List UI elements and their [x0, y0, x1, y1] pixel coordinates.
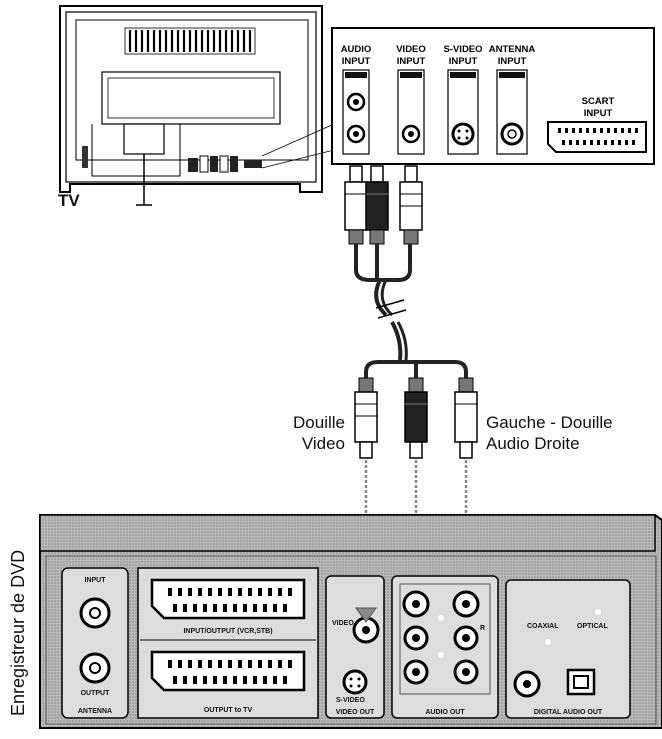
scart-input-socket[interactable]	[547, 121, 647, 153]
scart-input-title-2: INPUT	[584, 108, 613, 119]
upper-plug-video	[399, 165, 423, 245]
svideo-input-title-1: S-VIDEO	[443, 44, 482, 55]
av-cable	[344, 165, 478, 610]
tv-rear: TV	[58, 5, 335, 210]
video-jack-label-1: Douille	[293, 413, 345, 432]
lower-plug-video	[354, 377, 378, 459]
audio-input-title-1: AUDIO	[341, 44, 372, 55]
antenna-input-title-2: INPUT	[498, 56, 527, 67]
dvd-audio-out-section: R AUDIO OUT	[391, 575, 499, 719]
video-out-video-label: VIDEO	[332, 620, 354, 627]
dvd-recorder-label: Enregistreur de DVD	[8, 550, 28, 716]
lower-plug-audio-r	[404, 377, 428, 459]
scart-tv-pins	[168, 660, 292, 684]
scart-io-pins	[168, 588, 292, 612]
audio-out-r-label: R	[480, 625, 485, 632]
video-input-title-2: INPUT	[397, 56, 426, 67]
lower-plug-audio-l	[454, 377, 478, 459]
dvd-antenna-section: INPUT OUTPUT ANTENNA	[61, 567, 129, 719]
antenna-group-label: ANTENNA	[78, 708, 112, 715]
scart-tv-socket[interactable]	[150, 650, 306, 692]
antenna-out-label: OUTPUT	[81, 690, 111, 697]
optical-label: OPTICAL	[577, 623, 608, 630]
svideo-input-title-2: INPUT	[449, 56, 478, 67]
svideo-input-jack[interactable]	[451, 122, 475, 146]
audio-jack-label-1: Gauche - Douille	[486, 413, 613, 432]
scart-tv-label: OUTPUT to TV	[204, 707, 253, 714]
scart-io-socket[interactable]	[150, 578, 306, 620]
dvd-video-out-section: VIDEO S-VIDEO VIDEO OUT	[325, 575, 385, 719]
digital-audio-group-label: DIGITAL AUDIO OUT	[534, 709, 603, 716]
tv-input-panel: AUDIO INPUT VIDEO INPUT S-VIDEO INPUT AN…	[331, 27, 655, 165]
video-input-title-1: VIDEO	[396, 44, 426, 55]
coaxial-label: COAXIAL	[527, 623, 559, 630]
dvd-scart-section: INPUT/OUTPUT (VCR,STB) OUTPUT to TV	[137, 567, 319, 719]
upper-plug-audio-r	[365, 165, 389, 245]
audio-jack-label-2: Audio Droite	[486, 434, 580, 453]
tv-jack-strip	[188, 155, 262, 173]
video-jack-label-2: Video	[302, 434, 345, 453]
tv-vent-grille	[124, 27, 256, 55]
audio-out-group-label: AUDIO OUT	[425, 709, 465, 716]
antenna-input-title-1: ANTENNA	[489, 44, 536, 55]
dvd-digital-audio-section: COAXIAL OPTICAL DIGITAL AUDIO OUT	[505, 579, 631, 719]
audio-input-title-2: INPUT	[342, 56, 371, 67]
tv-label: TV	[58, 191, 80, 210]
scart-input-title-1: SCART	[582, 96, 615, 107]
dvd-recorder-rear: INPUT OUTPUT ANTENNA INPUT/OU	[39, 514, 662, 729]
video-out-svideo-label: S-VIDEO	[336, 697, 365, 704]
antenna-in-label: INPUT	[85, 577, 107, 584]
scart-io-label: INPUT/OUTPUT (VCR,STB)	[183, 628, 272, 635]
video-out-group-label: VIDEO OUT	[336, 709, 375, 716]
dvd-svideo-out-jack[interactable]	[342, 669, 368, 695]
upper-plug-audio-l	[344, 165, 368, 245]
